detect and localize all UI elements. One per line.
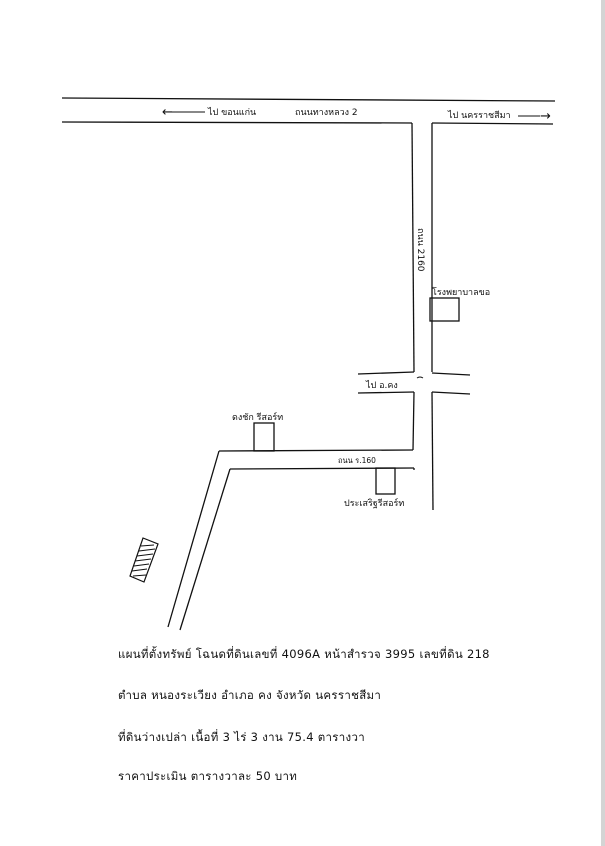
caption-line-4: ราคาประเมิน ตารางวาละ 50 บาท: [118, 769, 298, 783]
caption-line-2: ตำบล หนองระเวียง อำเภอ คง จังหวัด นครราช…: [118, 688, 382, 702]
label-to-nakhon-ratchasima: ไป นครราชสีมา: [447, 110, 511, 121]
label-cemetery: ดงชัก รีสอร์ท: [232, 411, 283, 423]
cross-road-top-left: [357, 371, 415, 375]
side-road-top-edge: [218, 449, 414, 452]
arrow-right-icon: →: [540, 109, 551, 124]
scan-edge: [601, 0, 605, 846]
highway-2-bottom-edge-left: [61, 121, 413, 124]
cross-road-top-right: [431, 372, 471, 376]
arrow-left-icon: ←: [162, 105, 173, 120]
cross-tick: [416, 376, 424, 379]
label-to-ko: ไป อ.คง: [365, 380, 398, 391]
highway-2-top-edge: [61, 97, 556, 102]
label-road-2160: ถนน 2160: [415, 228, 425, 272]
label-highway-2: ถนนทางหลวง 2: [295, 108, 358, 118]
cross-road-bottom-left: [357, 391, 415, 394]
cross-road-bottom-right: [431, 391, 471, 395]
road-2160-left-edge-north: [411, 122, 415, 373]
cemetery-box: [253, 422, 275, 452]
label-resort: ประเสริฐรีสอร์ท: [344, 497, 404, 509]
label-school: โรงพยาบาลขอ: [432, 287, 490, 298]
resort-box: [375, 467, 396, 495]
highway-2-bottom-edge-right: [431, 122, 554, 125]
label-to-khon-kaen: ไป ขอนแก่น: [207, 107, 256, 118]
property-parcel-icon: [129, 537, 159, 583]
label-side-road: ถนน ร.160: [338, 456, 376, 465]
diagonal-road-left-edge: [167, 450, 220, 628]
caption-line-1: แผนที่ตั้งทรัพย์ โฉนดที่ดินเลขที่ 4096A …: [118, 647, 490, 661]
road-2160-left-edge-south: [412, 391, 415, 451]
diagonal-road-right-edge: [179, 468, 231, 631]
road-2160-right-edge-south: [431, 391, 434, 511]
caption-line-3: ที่ดินว่างเปล่า เนื้อที่ 3 ไร่ 3 งาน 75.…: [118, 730, 365, 744]
school-box: [429, 297, 460, 322]
